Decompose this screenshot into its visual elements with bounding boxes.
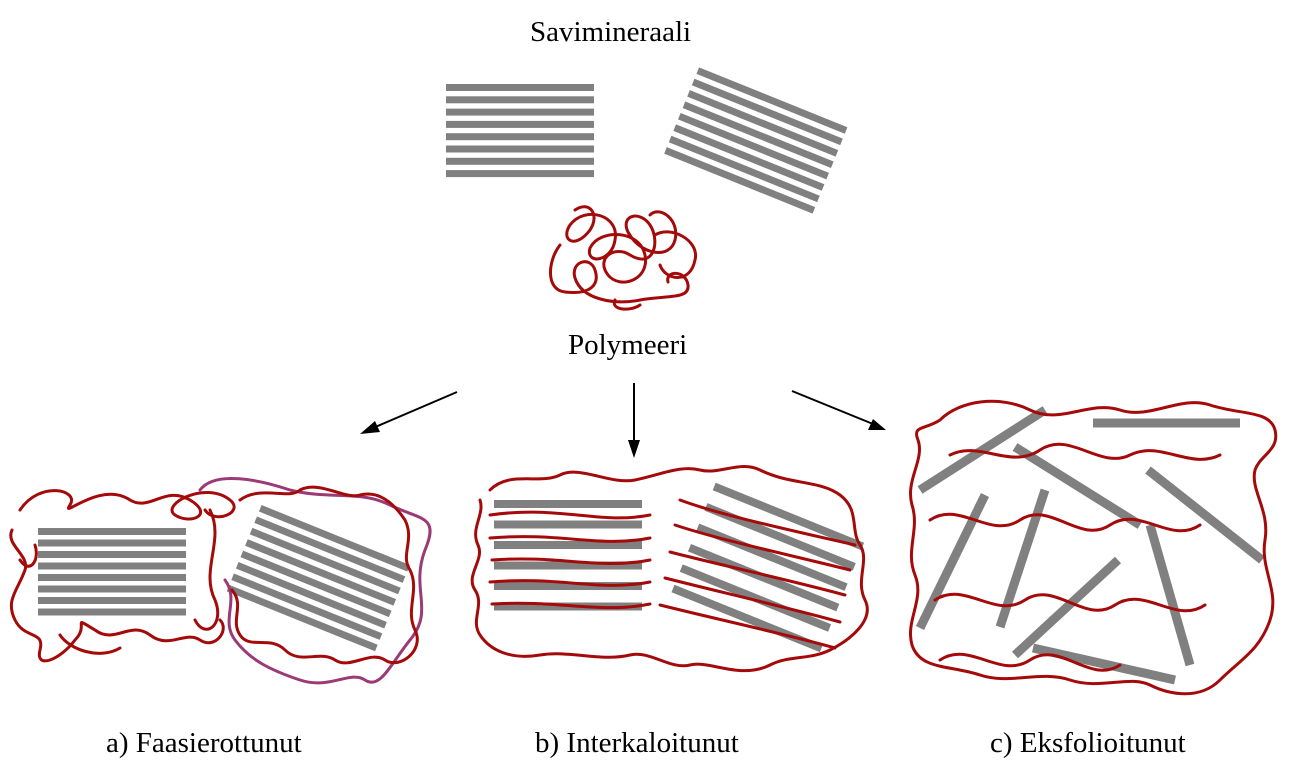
panel-phase-separated	[9, 477, 432, 685]
clay-plate	[673, 124, 825, 191]
clay-plate	[1012, 443, 1143, 529]
polymer-chain-a-2	[230, 485, 419, 665]
clay-plate	[682, 101, 834, 168]
clay-plate	[1011, 556, 1122, 659]
clay-plate	[664, 147, 816, 214]
clay-plate	[249, 527, 401, 595]
clay-plate	[254, 516, 406, 583]
clay-plate	[687, 543, 840, 612]
clay-stack-left	[446, 84, 594, 178]
clay-plate	[494, 582, 642, 590]
clay-plate	[915, 493, 990, 630]
clay-stack-a-left	[38, 528, 186, 616]
clay-plate	[494, 541, 642, 549]
clay-plate	[668, 135, 820, 203]
panel-exfoliated	[909, 399, 1278, 696]
phase-separated-label: a) Faasierottunut	[106, 727, 302, 759]
clay-plate	[240, 550, 392, 618]
clay-plate	[245, 539, 397, 606]
clay-plate	[446, 120, 594, 128]
polymer-chain-a	[9, 489, 236, 663]
clay-plate	[226, 584, 378, 652]
intercalated-label: b) Interkaloitunut	[535, 727, 739, 759]
clay-plate	[446, 170, 594, 178]
arrow-to-b	[628, 383, 640, 458]
clay-plate	[38, 597, 186, 604]
clay-plate	[712, 482, 865, 551]
clay-plate	[494, 500, 642, 508]
clay-plate	[687, 90, 839, 157]
clay-plate	[696, 67, 848, 134]
clay-plate	[917, 406, 1048, 494]
clay-plate	[38, 585, 186, 593]
clay-plate	[446, 96, 594, 104]
clay-plate	[446, 108, 594, 116]
clay-plate	[679, 564, 832, 632]
clay-plate	[446, 133, 594, 141]
clay-mineral-label: Savimineraali	[530, 16, 692, 48]
clay-plate	[38, 528, 186, 535]
clay-stack-a-right	[226, 505, 410, 652]
polymer-chain-a-alt	[198, 477, 432, 685]
clay-plate	[995, 488, 1050, 629]
panel-intercalated	[470, 465, 869, 673]
clay-plate	[446, 145, 594, 153]
clay-stack-right	[664, 67, 848, 214]
arrow-to-c	[791, 390, 886, 430]
clay-plate	[691, 78, 843, 146]
clay-plate	[1145, 523, 1195, 667]
clay-plate	[1145, 466, 1265, 564]
clay-plate	[1032, 643, 1176, 685]
clay-plate	[38, 539, 186, 547]
clay-plate	[231, 573, 383, 640]
polymer-chain-c	[909, 399, 1278, 696]
clay-plate	[446, 157, 594, 165]
polymer-label: Polymeeri	[568, 329, 688, 361]
clay-plate	[494, 520, 642, 529]
clay-plates-c	[915, 406, 1265, 685]
clay-plate	[38, 551, 186, 558]
clay-plate	[235, 562, 387, 629]
clay-plate	[38, 574, 186, 581]
clay-plate	[446, 84, 594, 91]
clay-plate	[38, 562, 186, 570]
exfoliated-label: c) Eksfolioitunut	[990, 727, 1186, 759]
polymer-chain-b	[470, 465, 869, 673]
clay-plate	[258, 505, 410, 572]
polymer-coil	[549, 205, 697, 311]
clay-plate	[678, 112, 829, 180]
clay-plate	[494, 561, 642, 570]
clay-plate	[38, 608, 186, 616]
arrow-to-a	[360, 391, 458, 434]
